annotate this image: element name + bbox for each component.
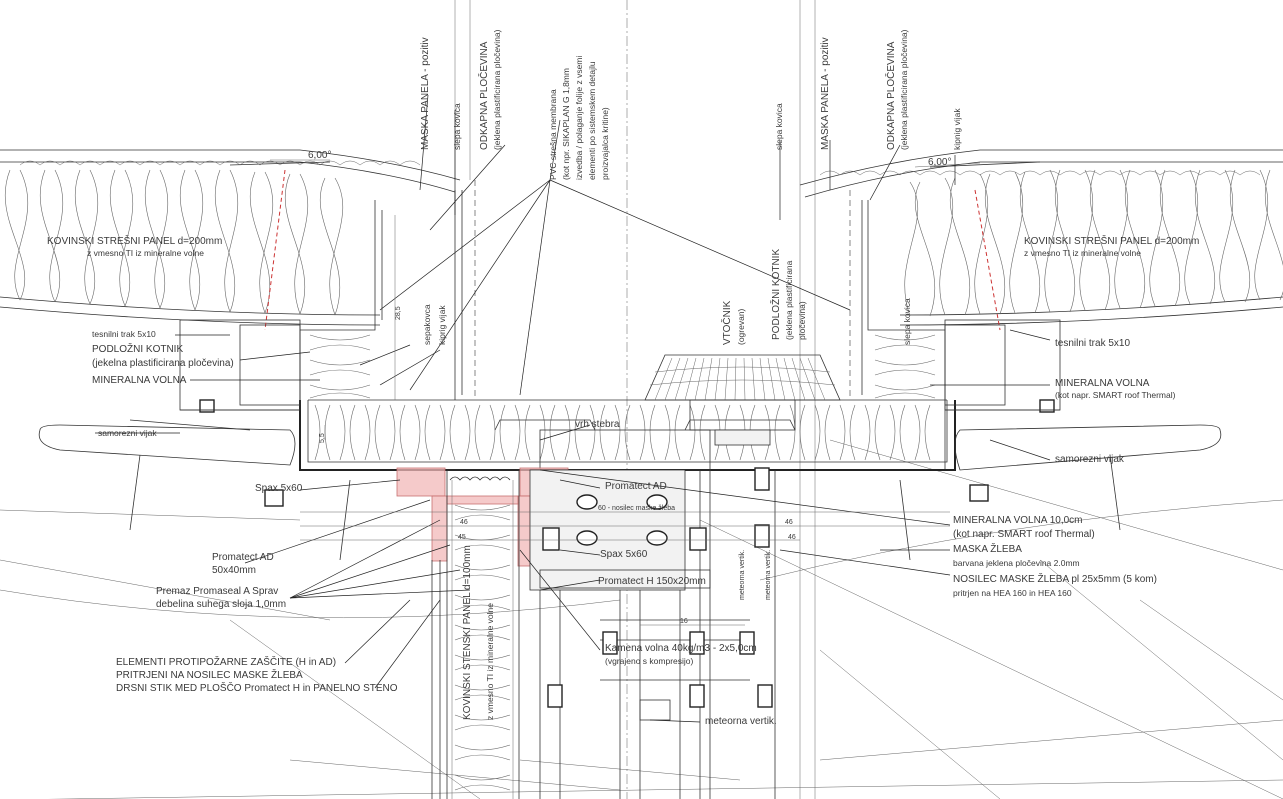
label-mineralna-10-1: MINERALNA VOLNA 10,0cm bbox=[953, 515, 1083, 526]
label-spax-left: Spax 5x60 bbox=[255, 483, 303, 494]
label-maska-zleba-1: MASKA ŽLEBA bbox=[953, 542, 1022, 555]
label-samorezni-left: samorezni vijak bbox=[98, 428, 157, 438]
label-premaz-2: debelina suhega sloja 1,0mm bbox=[156, 599, 286, 610]
label-panel-left-1: KOVINSKI STREŠNI PANEL d=200mm bbox=[47, 234, 222, 247]
leader-lines bbox=[95, 94, 1051, 723]
label-kiprig-left: kiprig vijak bbox=[437, 305, 447, 345]
label-pvc-1: PVC strešna membrana bbox=[548, 89, 558, 180]
label-stenski-1: KOVINSKI STENSKI PANEL d=100mm bbox=[462, 545, 473, 720]
label-tesnilni-right: tesnilni trak 5x10 bbox=[1055, 338, 1130, 349]
label-maska-zleba-2: barvana jeklena pločevina 2.0mm bbox=[953, 558, 1080, 568]
label-nosilec-small: 60 - nosilec maske žleba bbox=[598, 505, 675, 512]
label-elementi-3: DRSNI STIK MED PLOŠČO Promatect H in PAN… bbox=[116, 681, 398, 694]
label-dim-46-a: 46 bbox=[460, 519, 468, 526]
label-dim-28: 28,5 bbox=[395, 306, 402, 320]
bolts bbox=[199, 399, 1055, 708]
label-slepa-kovica-mid-right: slepa kovica bbox=[902, 298, 912, 345]
label-vrh-stebra: vrh stebra bbox=[575, 419, 620, 430]
label-mineralna-right-1: MINERALNA VOLNA bbox=[1055, 378, 1150, 389]
roof-drain bbox=[644, 354, 841, 799]
label-maska-panela-left: MASKA PANELA - pozitiv bbox=[420, 37, 431, 150]
label-meteorna-vert-v: meteorna vertik. bbox=[739, 550, 746, 600]
label-panel-left-2: z vmesno TI iz mineralne volne bbox=[87, 248, 204, 258]
label-nosilec-1: NOSILEC MASKE ŽLEBA pl 25x5mm (5 kom) bbox=[953, 572, 1157, 585]
label-mineralna-10-2: (kot napr. SMART roof Thermal) bbox=[953, 529, 1095, 540]
label-meteorna-horiz: meteorna vertik. bbox=[705, 716, 777, 727]
label-dim-46-d: 46 bbox=[788, 534, 796, 541]
label-mineralna-right-2: (kot napr. SMART roof Thermal) bbox=[1055, 390, 1176, 400]
gutter-body bbox=[299, 334, 956, 471]
label-podlozni-right-2: (jeklena plastificirana bbox=[784, 260, 794, 340]
label-dim-16: 16 bbox=[680, 618, 688, 625]
label-kamena-1: Kamena volna 40kg/m3 - 2x5,0cm bbox=[605, 643, 757, 654]
label-dim-46-b: 45 bbox=[458, 534, 466, 541]
label-promatect-ad-top: Promatect AD bbox=[605, 481, 667, 492]
right-purlin bbox=[899, 319, 1222, 561]
gutter-upstands bbox=[299, 180, 946, 470]
label-podlozni-right-3: pločevina) bbox=[797, 301, 807, 340]
label-slope-left: 6,00° bbox=[308, 150, 331, 161]
label-podlozni-left-2: (jekelna plastificirana pločevina) bbox=[92, 358, 234, 369]
label-slepa-kovica-right: slepa kovica bbox=[774, 103, 784, 150]
label-premaz-1: Premaz Promaseal A Sprav bbox=[156, 586, 278, 597]
label-pvc-5: proizvajalca kritine) bbox=[600, 107, 610, 180]
label-pvc-4: elementi po sistemskem detajlu bbox=[587, 61, 597, 180]
label-stenski-2: z vmesno TI iz mineralne volne bbox=[485, 603, 495, 720]
steel-column bbox=[529, 469, 750, 799]
left-purlin bbox=[38, 319, 351, 561]
dimension-lines bbox=[270, 159, 981, 626]
label-vtocnik-2: (ogrevan) bbox=[736, 308, 746, 345]
label-samorezni-right: samorezni vijak bbox=[1055, 454, 1125, 465]
label-slepa-kovica-left: slepa kovica bbox=[452, 103, 462, 150]
label-odkapna-left-2: (jeklena plastificirana pločevina) bbox=[492, 29, 502, 150]
label-pvc-3: izvedba / polaganje folije z vsemi bbox=[574, 56, 584, 180]
label-kiprig-right: kipnig vijak bbox=[952, 108, 962, 150]
label-elementi-2: PRITRJENI NA NOSILEC MASKE ŽLEBA bbox=[116, 668, 303, 681]
label-podlozni-right-1: PODLOŽNI KOTNIK bbox=[769, 249, 782, 340]
label-maska-panela-right: MASKA PANELA - pozitiv bbox=[820, 37, 831, 150]
label-kamena-2: (vgrajeno s kompresijo) bbox=[605, 656, 694, 666]
label-promatect-ad-left-1: Promatect AD bbox=[212, 552, 274, 563]
label-spax-mid: Spax 5x60 bbox=[600, 549, 648, 560]
left-roof-panel bbox=[0, 149, 461, 331]
label-panel-right-1: KOVINSKI STREŠNI PANEL d=200mm bbox=[1024, 234, 1199, 247]
label-sepakovca: sepakovca bbox=[422, 304, 432, 345]
label-dim-55: 5,5 bbox=[319, 433, 326, 443]
label-odkapna-left-1: ODKAPNA PLOČEVINA bbox=[477, 41, 490, 150]
label-nosilec-2: pritrjen na HEA 160 in HEA 160 bbox=[953, 588, 1072, 598]
label-odkapna-right-2: (jeklena plastificirana pločevina) bbox=[899, 29, 909, 150]
label-elementi-1: ELEMENTI PROTIPOŽARNE ZAŠČITE (H in AD) bbox=[116, 655, 336, 668]
right-roof-panel bbox=[799, 149, 1283, 331]
label-vtocnik-1: VTOČNIK bbox=[720, 300, 733, 345]
label-pvc-2: (kot npr. SIKAPLAN G 1,8mm bbox=[561, 68, 571, 180]
wall-panel bbox=[431, 469, 520, 799]
label-promatect-ad-left-2: 50x40mm bbox=[212, 565, 256, 576]
label-promatect-h: Promatect H 150x20mm bbox=[598, 576, 706, 587]
label-meteorna-vert-v2: meteorna vertik. bbox=[765, 550, 772, 600]
label-mineralna-left: MINERALNA VOLNA bbox=[92, 375, 187, 386]
label-panel-right-2: z vmesno TI iz mineralne volne bbox=[1024, 248, 1141, 258]
label-slope-right: 6,00° bbox=[928, 157, 951, 168]
label-dim-46-c: 46 bbox=[785, 519, 793, 526]
label-odkapna-right-1: ODKAPNA PLOČEVINA bbox=[884, 41, 897, 150]
label-podlozni-left-1: PODLOŽNI KOTNIK bbox=[92, 342, 183, 355]
label-tesnilni-left: tesnilni trak 5x10 bbox=[92, 329, 156, 339]
